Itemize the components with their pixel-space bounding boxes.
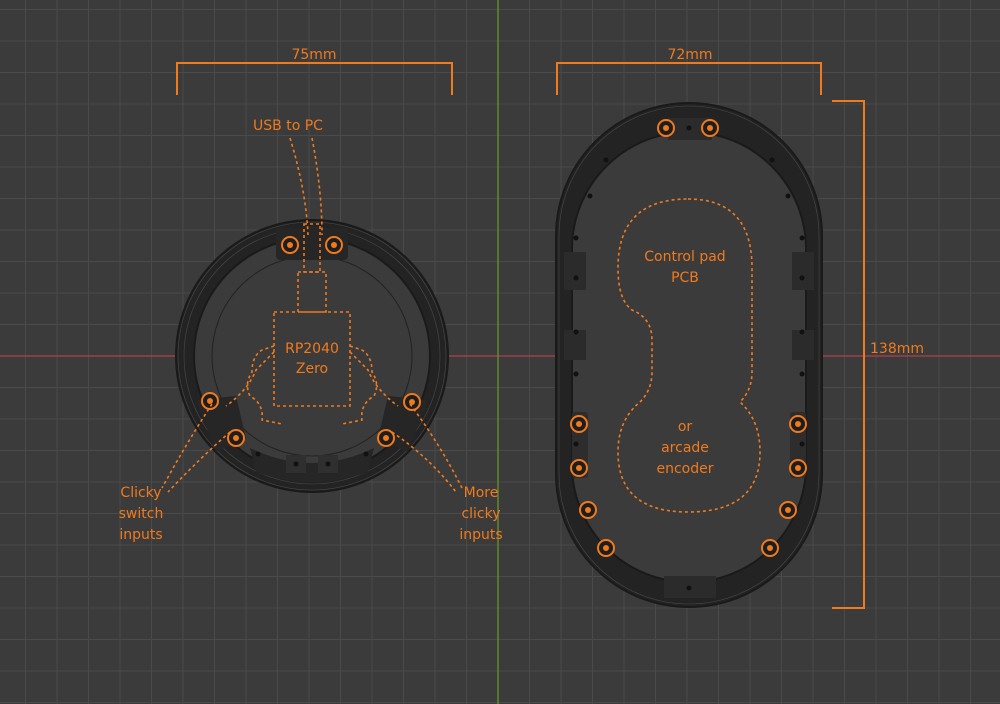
left-input-wire (167, 431, 231, 493)
alt-label: or (678, 419, 693, 435)
screw-boss (570, 119, 807, 557)
oval-height-label: 138mm (870, 341, 924, 357)
left-input-wire (161, 403, 213, 489)
usb-cable (311, 137, 323, 236)
screw-boss (201, 236, 421, 447)
board-connector-outline (297, 271, 327, 313)
pcb-label: Control pad (644, 249, 725, 265)
mounting-hole (573, 125, 805, 591)
right-input-wire (391, 431, 457, 493)
left-wiring (225, 351, 275, 407)
left-inputs-label: Clicky (120, 485, 161, 501)
rp2040-sublabel: Zero (296, 361, 328, 377)
left-inputs-label: switch (119, 506, 164, 522)
control-pad-pcb-outline (617, 198, 761, 513)
oval-height-dimension (832, 100, 865, 609)
right-wiring (349, 351, 399, 407)
right-inputs-label: clicky (461, 506, 500, 522)
round-controller-model[interactable] (175, 219, 449, 493)
round-width-label: 75mm (291, 47, 336, 63)
left-inputs-label: inputs (119, 527, 162, 543)
rp2040-label: RP2040 (285, 341, 339, 357)
right-input-wire (409, 403, 463, 489)
alt-label: encoder (656, 461, 713, 477)
alt-label: arcade (661, 440, 709, 456)
switch-outline-left (246, 345, 283, 425)
switch-outline-right (341, 345, 378, 425)
round-width-dimension (176, 62, 453, 95)
pcb-sublabel: PCB (671, 270, 699, 286)
rp2040-board-outline (273, 311, 351, 407)
oval-controller-model[interactable] (555, 102, 823, 608)
right-inputs-label: More (464, 485, 499, 501)
oval-width-label: 72mm (667, 47, 712, 63)
usb-label: USB to PC (253, 118, 323, 134)
oval-width-dimension (556, 62, 822, 95)
right-inputs-label: inputs (459, 527, 502, 543)
